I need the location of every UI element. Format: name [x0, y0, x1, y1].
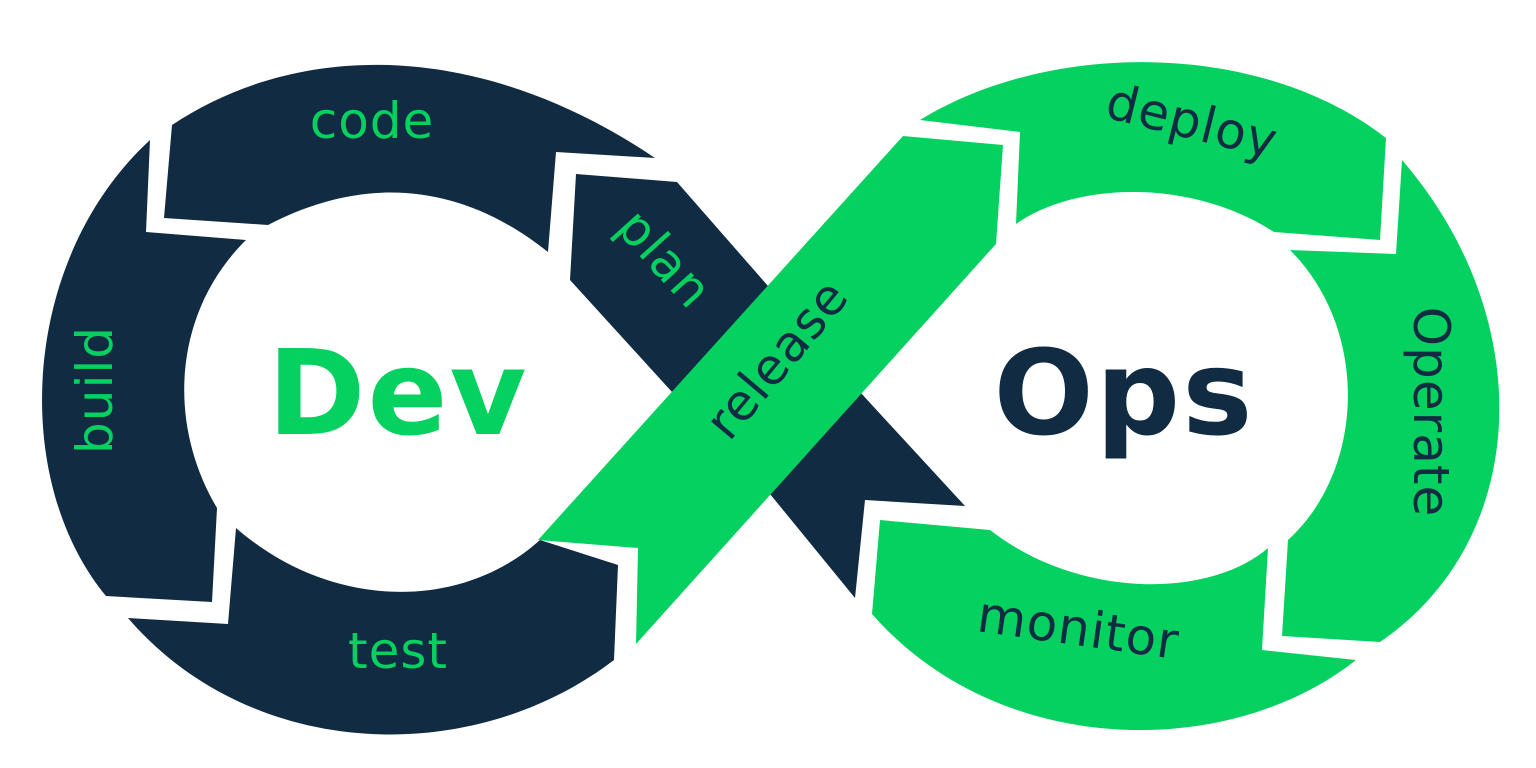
ops-segment-operate — [1282, 160, 1500, 642]
stage-label-test: test — [348, 622, 448, 680]
dev-segment-build — [42, 140, 246, 602]
stage-label-operate: Operate — [1402, 307, 1460, 517]
ops-title: Ops — [993, 324, 1254, 462]
ops-segment-monitor — [872, 520, 1356, 731]
dev-segment-code — [164, 64, 655, 252]
dev-title: Dev — [268, 324, 529, 462]
ops-segment-release — [538, 136, 1003, 644]
dev-segment-test — [128, 528, 618, 735]
dev-segment-plan — [570, 174, 768, 392]
stage-label-build: build — [66, 326, 124, 454]
dev-segment-crossover — [770, 392, 965, 598]
ops-loop — [538, 62, 1500, 731]
ops-segment-deploy — [920, 62, 1386, 240]
stage-label-code: code — [310, 92, 435, 150]
dev-loop — [42, 64, 965, 735]
